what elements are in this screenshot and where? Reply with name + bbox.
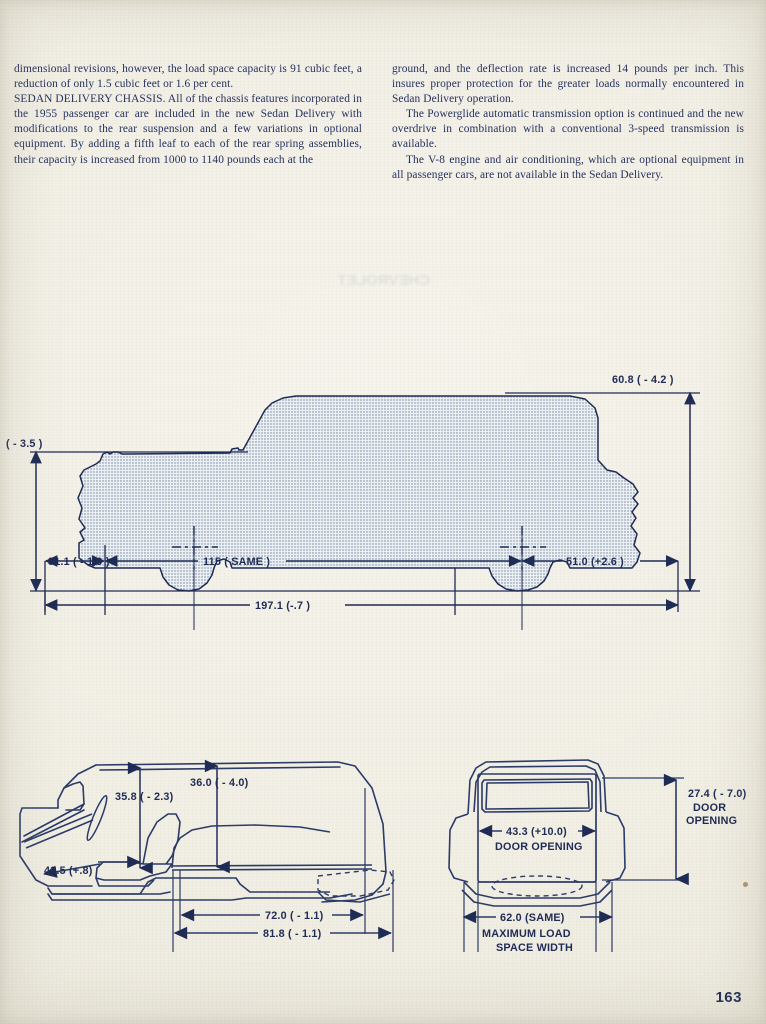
dimension-sublabel: MAXIMUM LOAD: [482, 928, 571, 940]
width-extension-lines: [463, 882, 613, 952]
load-floor: [52, 824, 373, 895]
interior-view-diagram: 35.8 ( - 2.3) 36.0 ( - 4.0) 43.5 (+.8) 7…: [0, 752, 420, 967]
paragraph: The Powerglide automatic transmission op…: [392, 108, 744, 151]
dimension-door-opening-height: 27.4 ( - 7.0) DOOR OPENING: [663, 773, 747, 886]
rear-view-diagram: 27.4 ( - 7.0) DOOR OPENING 43.3 (+10.0) …: [440, 752, 766, 967]
dimension-overall-height: 60.8 ( - 4.2 ): [612, 374, 696, 592]
dimension-front-overhang: 31.1 ( - 1.9 ): [44, 555, 110, 568]
dimension-label: 81.8 ( - 1.1): [263, 928, 322, 940]
dimension-overall-length: 197.1 (-.7 ): [44, 599, 679, 612]
reference-lines: [477, 774, 684, 952]
dimension-load-height: 36.0 ( - 4.0): [190, 759, 249, 874]
dimension-seat-height: 35.8 ( - 2.3): [115, 761, 174, 875]
reference-lines: [172, 788, 394, 952]
length-extension-lines: [44, 561, 679, 612]
dimension-label: 115 ( SAME ): [203, 556, 270, 568]
dimension-label: 27.4 ( - 7.0): [688, 788, 747, 800]
wheel-centerline-cross-front: [500, 526, 546, 570]
dimension-label: 72.0 ( - 1.1): [265, 910, 324, 922]
side-view-diagram: 60.8 ( - 4.2 ) ( - 3.5 ) 31.1 ( - 1.9 ) …: [0, 300, 766, 630]
dimension-load-floor-length: 72.0 ( - 1.1): [180, 908, 364, 922]
dimension-rear-overhang: 51.0 (+2.6 ): [521, 555, 679, 568]
dimension-label: 62.0 (SAME): [500, 912, 565, 924]
show-through-ghost: CHEVROLET: [337, 272, 430, 289]
page-number: 163: [715, 989, 742, 1006]
dimension-label: 43.5 (+.8): [44, 865, 93, 877]
dimension-max-load-length: 81.8 ( - 1.1): [173, 926, 392, 940]
dimension-label: 35.8 ( - 2.3): [115, 791, 174, 803]
dimension-wheelbase: 115 ( SAME ): [104, 555, 522, 568]
dimension-label: 51.0 (+2.6 ): [566, 556, 624, 568]
paragraph: The V-8 engine and air conditioning, whi…: [392, 153, 744, 181]
paragraph: ground, and the deflection rate is incre…: [392, 63, 744, 106]
dimension-pedal: 43.5 (+.8): [43, 855, 141, 878]
paragraph: SEDAN DELIVERY CHASSIS. All of the chass…: [14, 93, 362, 166]
dimension-sublabel: SPACE WIDTH: [496, 942, 573, 954]
vehicle-silhouette: [77, 395, 641, 592]
spare-tire-dashed: [317, 869, 395, 903]
dimension-label: 31.1 ( - 1.9 ): [48, 556, 110, 568]
text-column-left: dimensional revisions, however, the load…: [14, 62, 362, 168]
wheel-centerline-cross-rear: [172, 526, 218, 570]
paper-speck: [743, 882, 748, 887]
dimension-label: 36.0 ( - 4.0): [190, 777, 249, 789]
paragraph: dimensional revisions, however, the load…: [14, 63, 362, 91]
dimension-front-height: ( - 3.5 ): [6, 438, 43, 592]
driver-seat: [95, 813, 181, 887]
dimension-load-space-width: 62.0 (SAME) MAXIMUM LOAD SPACE WIDTH: [462, 910, 613, 954]
steering-wheel: [23, 794, 108, 849]
dimension-sublabel: DOOR: [693, 802, 726, 814]
dimension-door-opening-width: 43.3 (+10.0) DOOR OPENING: [478, 824, 596, 853]
dimension-label: ( - 3.5 ): [6, 438, 43, 450]
dimension-label: 60.8 ( - 4.2 ): [612, 374, 674, 386]
text-column-right: ground, and the deflection rate is incre…: [392, 62, 744, 183]
dimension-sublabel: OPENING: [686, 815, 737, 827]
dimension-sublabel: DOOR OPENING: [495, 841, 583, 853]
dimension-label: 197.1 (-.7 ): [255, 600, 310, 612]
dimension-label: 43.3 (+10.0): [506, 826, 567, 838]
